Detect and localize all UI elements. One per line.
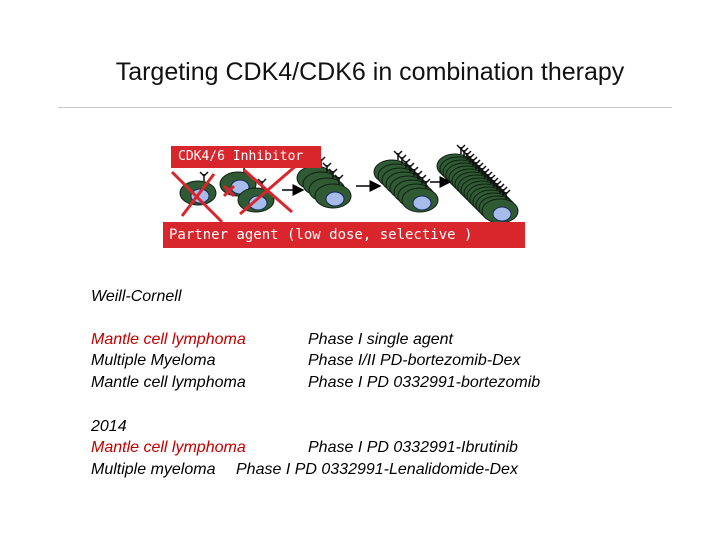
trial-3-phase: Phase I PD 0332991-bortezomib bbox=[308, 374, 541, 391]
trial-2014-2-phase: Phase I PD 0332991-Lenalidomide-Dex bbox=[236, 461, 518, 478]
cell-stage-5 bbox=[436, 144, 519, 224]
block-marks bbox=[170, 162, 299, 224]
trial-1-phase: Phase I single agent bbox=[308, 331, 453, 348]
title-divider bbox=[58, 107, 672, 108]
cdk46-inhibitor-label: CDK4/6 Inhibitor bbox=[171, 146, 321, 168]
trial-2-disease: Multiple Myeloma bbox=[91, 352, 216, 369]
trial-2014-1-phase: Phase I PD 0332991-Ibrutinib bbox=[308, 439, 518, 456]
site-label: Weill-Cornell bbox=[91, 288, 182, 305]
year-label: 2014 bbox=[91, 418, 127, 435]
cell-proliferation-diagram bbox=[170, 144, 519, 224]
slide-title: Targeting CDK4/CDK6 in combination thera… bbox=[115, 58, 625, 86]
partner-agent-label: Partner agent (low dose, selective ) bbox=[163, 222, 525, 248]
cell-stage-4 bbox=[373, 150, 439, 213]
trial-3-disease: Mantle cell lymphoma bbox=[91, 374, 246, 391]
trial-2014-1-disease: Mantle cell lymphoma bbox=[91, 439, 246, 456]
trial-2-phase: Phase I/II PD-bortezomib-Dex bbox=[308, 352, 521, 369]
growth-arrows bbox=[282, 176, 452, 196]
trial-1-disease: Mantle cell lymphoma bbox=[91, 331, 246, 348]
trial-2014-2-disease: Multiple myeloma bbox=[91, 461, 216, 478]
